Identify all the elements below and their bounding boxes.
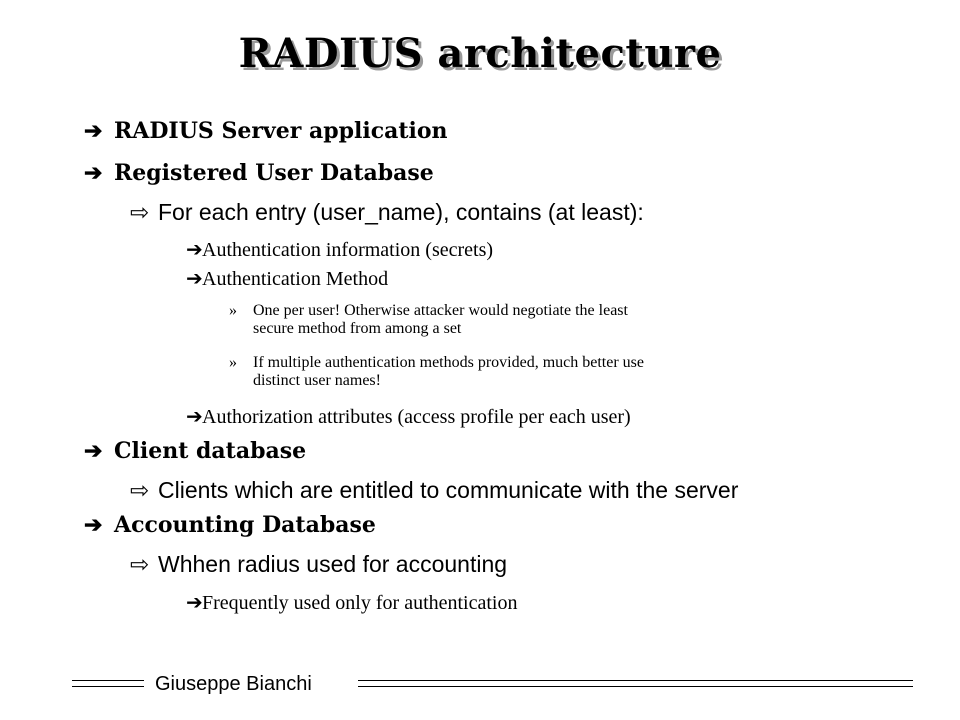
bullet-item: ➔ RADIUS Server application	[84, 118, 448, 144]
bullet-text: Authentication Method	[202, 268, 389, 290]
footer-rule-right	[358, 680, 913, 681]
arrow-bullet-icon: ➔	[84, 160, 103, 186]
sub-sub-bullet-item: ➔Authorization attributes (access profil…	[186, 404, 631, 429]
bullet-text: Authorization attributes (access profile…	[202, 406, 631, 428]
bullet-item: ➔ Registered User Database	[84, 160, 434, 186]
sub-sub-bullet-item: ➔Authentication Method	[186, 266, 388, 291]
bullet-text: Accounting Database	[114, 512, 376, 538]
bullet-text: For each entry (user_name), contains (at…	[158, 199, 644, 225]
hollow-arrow-bullet-icon: ⇨	[130, 199, 150, 225]
bullet-item: ➔ Client database	[84, 438, 306, 464]
bullet-text-line: If multiple authentication methods provi…	[253, 354, 645, 371]
slide-title: RADIUS architecture	[238, 30, 722, 77]
guillemet-bullet-icon: »	[229, 354, 237, 371]
sub-bullet-item: ⇨ For each entry (user_name), contains (a…	[130, 199, 644, 226]
bullet-text: Whhen radius used for accounting	[158, 551, 508, 577]
sub-bullet-item: ⇨ Clients which are entitled to communica…	[130, 477, 738, 504]
footer-rule-left	[72, 680, 144, 681]
arrow-bullet-icon: ➔	[186, 592, 203, 614]
arrow-bullet-icon: ➔	[186, 239, 203, 261]
bullet-text: RADIUS Server application	[114, 118, 448, 144]
guillemet-bullet-icon: »	[229, 302, 237, 319]
sub-sub-bullet-item: ➔Frequently used only for authentication	[186, 590, 517, 615]
hollow-arrow-bullet-icon: ⇨	[130, 551, 150, 577]
hollow-arrow-bullet-icon: ⇨	[130, 477, 150, 503]
bullet-text: Client database	[114, 438, 307, 464]
bullet-text: Clients which are entitled to communicat…	[158, 477, 739, 503]
arrow-bullet-icon: ➔	[84, 438, 103, 464]
sub-bullet-item: ⇨ Whhen radius used for accounting	[130, 551, 507, 578]
bullet-text-line: distinct user names!	[253, 372, 381, 389]
arrow-bullet-icon: ➔	[186, 406, 203, 428]
arrow-bullet-icon: ➔	[84, 512, 103, 538]
slide-footer: Giuseppe Bianchi	[0, 665, 960, 705]
bullet-text: Registered User Database	[114, 160, 434, 186]
footer-rule-left	[72, 686, 144, 687]
bullet-text: Frequently used only for authentication	[202, 592, 518, 614]
arrow-bullet-icon: ➔	[84, 118, 103, 144]
arrow-bullet-icon: ➔	[186, 268, 203, 290]
bullet-text: Authentication information (secrets)	[202, 239, 494, 261]
sub-sub-bullet-item: ➔Authentication information (secrets)	[186, 237, 493, 262]
bullet-text-line: secure method from among a set	[253, 320, 462, 337]
footer-author: Giuseppe Bianchi	[155, 673, 312, 695]
footer-rule-right	[358, 686, 913, 687]
bullet-item: ➔ Accounting Database	[84, 512, 376, 538]
bullet-text-line: One per user! Otherwise attacker would n…	[253, 302, 628, 319]
